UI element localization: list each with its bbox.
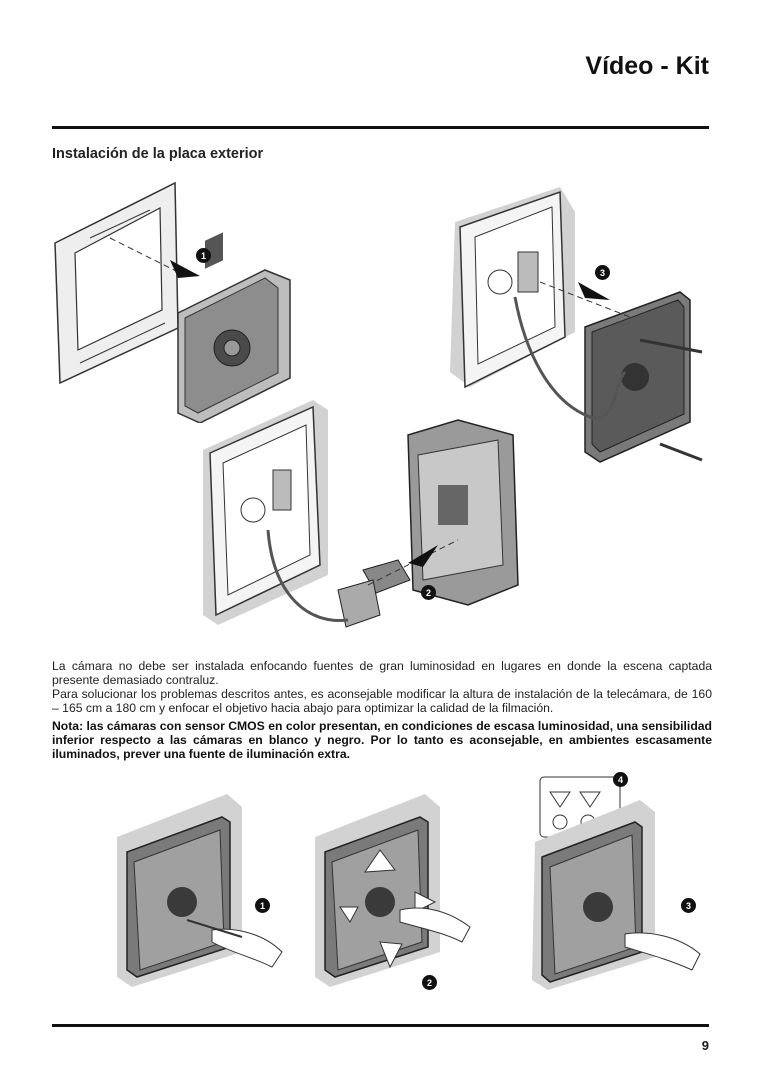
step-badge-bottom-1: 1 [255,898,270,913]
paragraph-camera-placement: La cámara no debe ser instalada enfocand… [52,659,712,687]
step-badge-3: 3 [595,265,610,280]
step-badge-4: 4 [613,772,628,787]
section-title: Instalación de la placa exterior [52,146,264,162]
figure-camera-adjust-step2 [315,794,471,987]
bottom-rule [52,1024,709,1027]
note-cmos-sensor: Nota: las cámaras con sensor CMOS en col… [52,719,712,761]
top-rule [52,126,709,129]
step-badge-bottom-3: 3 [681,898,696,913]
step-badge-bottom-2: 2 [422,975,437,990]
page-number: 9 [701,1038,709,1053]
step-badge-1: 1 [196,248,211,263]
step-badge-2: 2 [421,585,436,600]
figure-camera-adjust-step1 [117,794,283,987]
figure-connector-wiring [203,400,519,628]
page-header-title: Vídeo - Kit [585,52,709,80]
paragraph-camera-height: Para solucionar los problemas descritos … [52,687,712,715]
figure-camera-adjust-step3 [532,776,701,990]
figure-frame-and-module [54,181,291,423]
figure-wallbox-mounting [450,187,703,463]
